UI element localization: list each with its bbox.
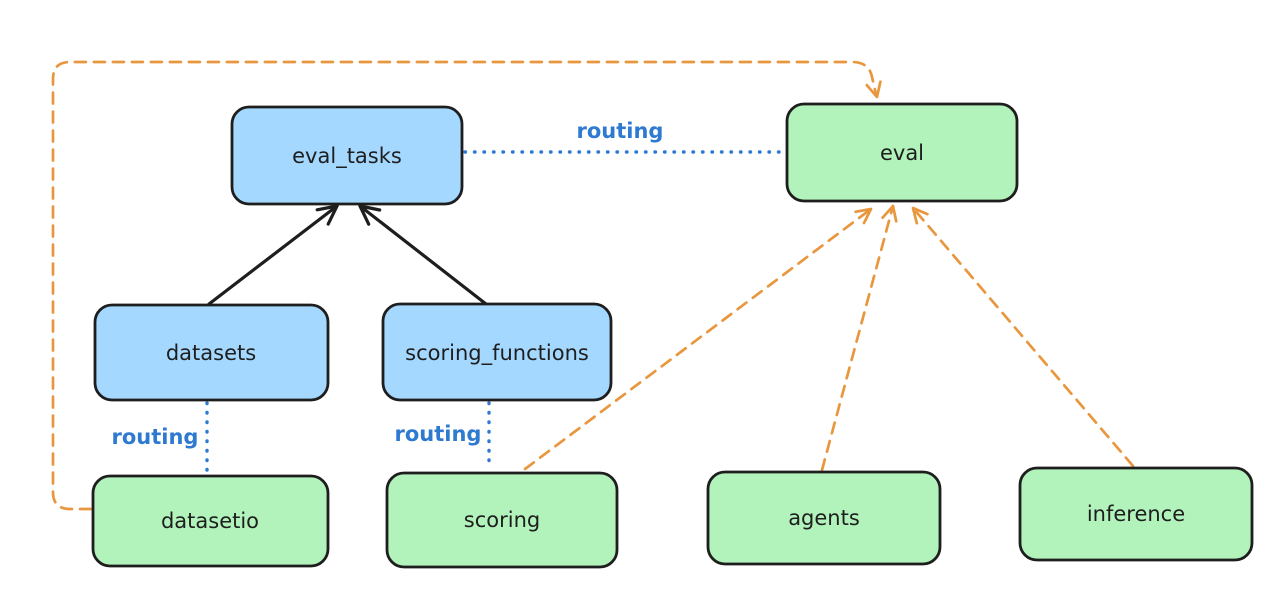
edge-agents-to-eval xyxy=(820,204,895,472)
edge-inference-to-eval-arrowhead xyxy=(911,206,929,225)
node-eval-tasks: eval_tasks xyxy=(230,105,464,206)
edge-agents-to-eval-arrowhead xyxy=(881,204,898,223)
node-scoring: scoring xyxy=(385,471,619,569)
node-datasets: datasets xyxy=(93,303,330,402)
node-datasetio: datasetio xyxy=(91,474,330,568)
routing-label-left: routing xyxy=(112,425,199,449)
node-inference: inference xyxy=(1018,466,1254,562)
node-scoring-box xyxy=(385,471,619,569)
node-agents: agents xyxy=(706,470,942,566)
edge-inference-to-eval xyxy=(911,206,1135,468)
routing-label-middle: routing xyxy=(395,422,482,446)
node-datasetio-label: datasetio xyxy=(161,509,259,533)
node-datasets-label: datasets xyxy=(166,341,256,365)
edge-scoring-to-eval xyxy=(523,207,873,471)
node-datasets-box xyxy=(93,303,330,402)
node-eval-tasks-label: eval_tasks xyxy=(292,144,402,169)
node-inference-label: inference xyxy=(1087,502,1185,526)
node-datasetio-box xyxy=(91,474,330,568)
node-scoring-label: scoring xyxy=(464,508,540,532)
edge-datasetio-to-eval xyxy=(51,60,878,511)
edge-scoring-to-eval-arrowhead xyxy=(854,207,873,225)
node-scoring-functions: scoring_functions xyxy=(381,302,613,402)
routing-label-top: routing xyxy=(577,119,664,143)
node-agents-label: agents xyxy=(788,506,860,530)
edge-scoring-functions-to-eval-tasks xyxy=(358,204,488,306)
node-eval-tasks-box xyxy=(230,105,464,206)
edge-datasets-to-eval-tasks xyxy=(207,204,339,306)
edge-datasetio-to-eval-arrowhead xyxy=(865,80,882,99)
node-inference-box xyxy=(1018,466,1254,562)
node-eval-label: eval xyxy=(880,141,924,165)
node-eval-box xyxy=(785,102,1019,203)
edge-datasets-to-eval-tasks-arrowhead xyxy=(315,204,339,226)
node-scoring-functions-box xyxy=(381,302,613,402)
node-eval: eval xyxy=(785,102,1019,203)
edge-scoring-functions-to-eval-tasks-arrowhead xyxy=(358,204,382,226)
node-scoring-functions-label: scoring_functions xyxy=(405,341,589,366)
node-agents-box xyxy=(706,470,942,566)
